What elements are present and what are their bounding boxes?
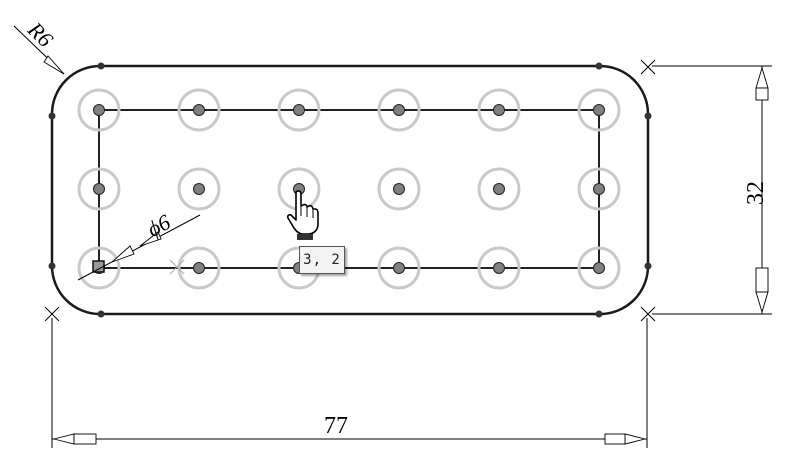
hole-circle[interactable] — [177, 167, 221, 211]
hole-circle[interactable] — [477, 246, 521, 290]
diameter-label: ϕ6 — [143, 209, 175, 242]
hole-center-point[interactable] — [93, 183, 105, 195]
radius-dimension[interactable]: R6 — [13, 16, 65, 75]
hole-center-point[interactable] — [393, 183, 405, 195]
cursor-coordinate-tooltip: 3, 2 — [299, 246, 345, 274]
hole-pattern — [77, 88, 621, 290]
width-dimension[interactable]: 77 — [51, 318, 648, 448]
hole-center-point[interactable] — [593, 104, 605, 116]
hole-center-point[interactable] — [493, 262, 505, 274]
inner-construction-rectangle[interactable] — [98, 109, 600, 269]
hole-circle[interactable] — [377, 88, 421, 132]
hole-circle[interactable] — [377, 246, 421, 290]
hole-circle[interactable] — [577, 246, 621, 290]
outline-tangent-points — [48, 62, 652, 318]
hole-circle[interactable] — [177, 88, 221, 132]
hole-circle[interactable] — [77, 246, 121, 290]
hole-center-point[interactable] — [393, 262, 405, 274]
hole-center-point[interactable] — [193, 104, 205, 116]
hole-circle[interactable] — [77, 88, 121, 132]
hole-circle[interactable] — [577, 167, 621, 211]
hole-circle[interactable] — [277, 88, 321, 132]
hole-circle[interactable] — [577, 88, 621, 132]
hole-center-point[interactable] — [493, 104, 505, 116]
hole-center-point[interactable] — [593, 183, 605, 195]
hole-circle[interactable] — [377, 167, 421, 211]
hole-center-point[interactable] — [493, 183, 505, 195]
hole-center-point[interactable] — [393, 104, 405, 116]
corner-snap-markers — [44, 59, 656, 322]
hole-center-point[interactable] — [193, 262, 205, 274]
height-label: 32 — [743, 181, 769, 205]
hole-circle[interactable] — [77, 167, 121, 211]
hole-circle[interactable] — [477, 88, 521, 132]
hole-center-point[interactable] — [93, 104, 105, 116]
hole-center-point[interactable] — [593, 262, 605, 274]
height-dimension[interactable]: 32 — [652, 65, 772, 315]
hole-circle[interactable] — [177, 246, 221, 290]
hand-pointer-icon — [286, 190, 319, 240]
hole-circle[interactable] — [477, 167, 521, 211]
width-label: 77 — [324, 413, 348, 439]
outer-rounded-rectangle[interactable] — [50, 64, 650, 316]
hole-center-point[interactable] — [193, 183, 205, 195]
hole-center-point[interactable] — [293, 104, 305, 116]
radius-label: R6 — [22, 16, 58, 52]
